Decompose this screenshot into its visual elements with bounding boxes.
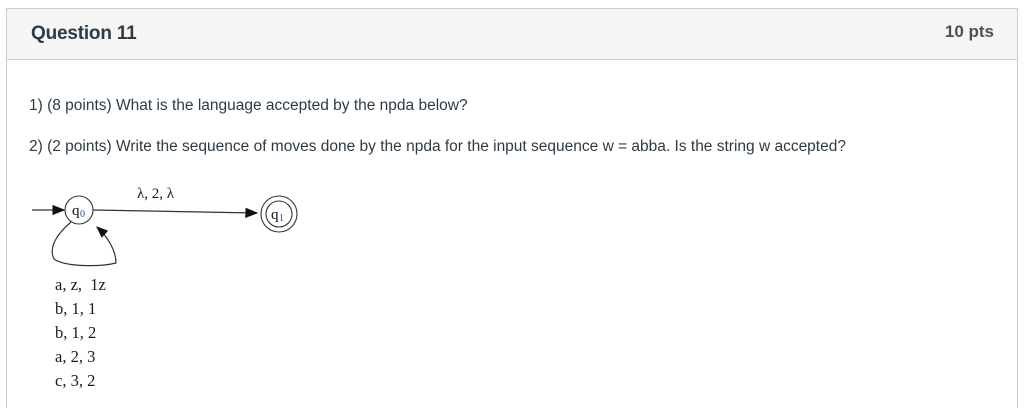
transition-label: b, 1, 1	[55, 299, 97, 318]
question-header: Question 11 10 pts	[7, 9, 1017, 60]
self-loop-q0	[51, 221, 117, 267]
self-loop-transitions: a, z, 1z b, 1, 1 b, 1, 2 a, 2, 3 c, 3, 2	[55, 273, 106, 393]
state-q1-subscript: 1	[279, 213, 284, 224]
question-panel: Question 11 10 pts 1) (8 points) What is…	[6, 8, 1018, 408]
edge-q0-q1-label: λ, 2, λ	[137, 186, 175, 202]
question-points: 10 pts	[944, 22, 994, 41]
state-q1-label: q	[271, 207, 279, 223]
state-q0-label: q	[72, 203, 80, 219]
transition-label: b, 1, 2	[55, 323, 97, 342]
transition-label: a, 2, 3	[55, 347, 96, 366]
question-title: Question 11	[31, 23, 137, 44]
state-q0-subscript: 0	[80, 209, 85, 220]
edge-q0-to-q1	[92, 207, 259, 218]
transition-label: c, 3, 2	[55, 371, 96, 390]
prompt-part-1: 1) (8 points) What is the language accep…	[29, 97, 468, 114]
prompt-part-2: 2) (2 points) Write the sequence of move…	[29, 138, 846, 155]
state-q1: q 1	[260, 195, 298, 233]
state-q0: q 0	[64, 195, 94, 225]
transition-label: a, z, 1z	[55, 275, 106, 294]
npda-diagram: q 0 λ, 2, λ q 1	[32, 186, 298, 267]
